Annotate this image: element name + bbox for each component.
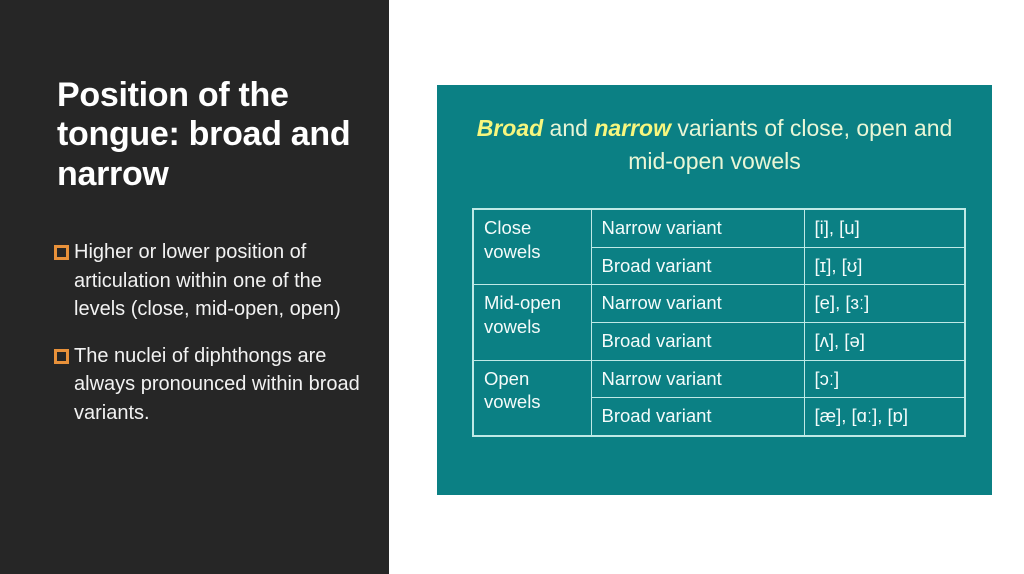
table-cell-symbols: [i], [u] bbox=[803, 208, 966, 248]
table-cell-variant: Broad variant bbox=[590, 397, 805, 437]
table-row: Close vowels Narrow variant [i], [u] bbox=[472, 208, 966, 286]
panel-heading-emphasis-broad: Broad bbox=[476, 115, 544, 141]
panel-heading: Broad and narrow variants of close, open… bbox=[461, 112, 968, 177]
table-cell-variant: Narrow variant bbox=[590, 208, 805, 248]
table-cell-variant: Narrow variant bbox=[590, 359, 805, 399]
panel-heading-rest: variants of close, open and mid-open vow… bbox=[628, 115, 953, 174]
page-title: Position of the tongue: broad and narrow bbox=[57, 76, 351, 193]
left-dark-panel: Position of the tongue: broad and narrow… bbox=[0, 0, 389, 574]
table-cell-group: Open vowels bbox=[472, 359, 592, 437]
vowel-variants-panel: Broad and narrow variants of close, open… bbox=[437, 85, 992, 495]
panel-heading-emphasis-narrow: narrow bbox=[594, 115, 671, 141]
table-row: Broad variant [ɪ], [ʊ] bbox=[473, 246, 966, 286]
panel-heading-conjunction: and bbox=[543, 115, 595, 141]
table-row: Mid-open vowels Narrow variant [e], [ɜː] bbox=[472, 284, 966, 361]
table-cell-group: Mid-open vowels bbox=[472, 284, 592, 361]
table-cell-symbols: [ɔː] bbox=[803, 359, 966, 399]
list-item-text: Higher or lower position of articulation… bbox=[74, 241, 341, 321]
table-cell-variant: Broad variant bbox=[590, 246, 805, 286]
hollow-square-bullet-icon bbox=[52, 238, 74, 260]
table-row: Broad variant [ʌ], [ə] bbox=[473, 322, 966, 361]
table-cell-variant: Narrow variant bbox=[590, 284, 805, 324]
table-cell-group: Close vowels bbox=[472, 208, 592, 286]
table-cell-symbols: [æ], [ɑː], [ɒ] bbox=[803, 397, 966, 437]
table-row: Open vowels Narrow variant [ɔː] bbox=[472, 359, 966, 437]
table-row: Broad variant [æ], [ɑː], [ɒ] bbox=[473, 397, 966, 437]
list-item: The nuclei of diphthongs are always pron… bbox=[52, 342, 370, 428]
table-cell-variant: Broad variant bbox=[590, 322, 805, 361]
table-cell-symbols: [e], [ɜː] bbox=[803, 284, 966, 324]
table-cell-symbols: [ɪ], [ʊ] bbox=[803, 246, 966, 286]
hollow-square-bullet-icon bbox=[52, 342, 74, 364]
list-item: Higher or lower position of articulation… bbox=[52, 238, 370, 324]
list-item-text: The nuclei of diphthongs are always pron… bbox=[74, 344, 360, 424]
table-cell-symbols: [ʌ], [ə] bbox=[803, 322, 966, 361]
vowel-variants-table: Close vowels Narrow variant [i], [u] Bro… bbox=[472, 208, 966, 438]
bullet-list: Higher or lower position of articulation… bbox=[52, 238, 370, 446]
